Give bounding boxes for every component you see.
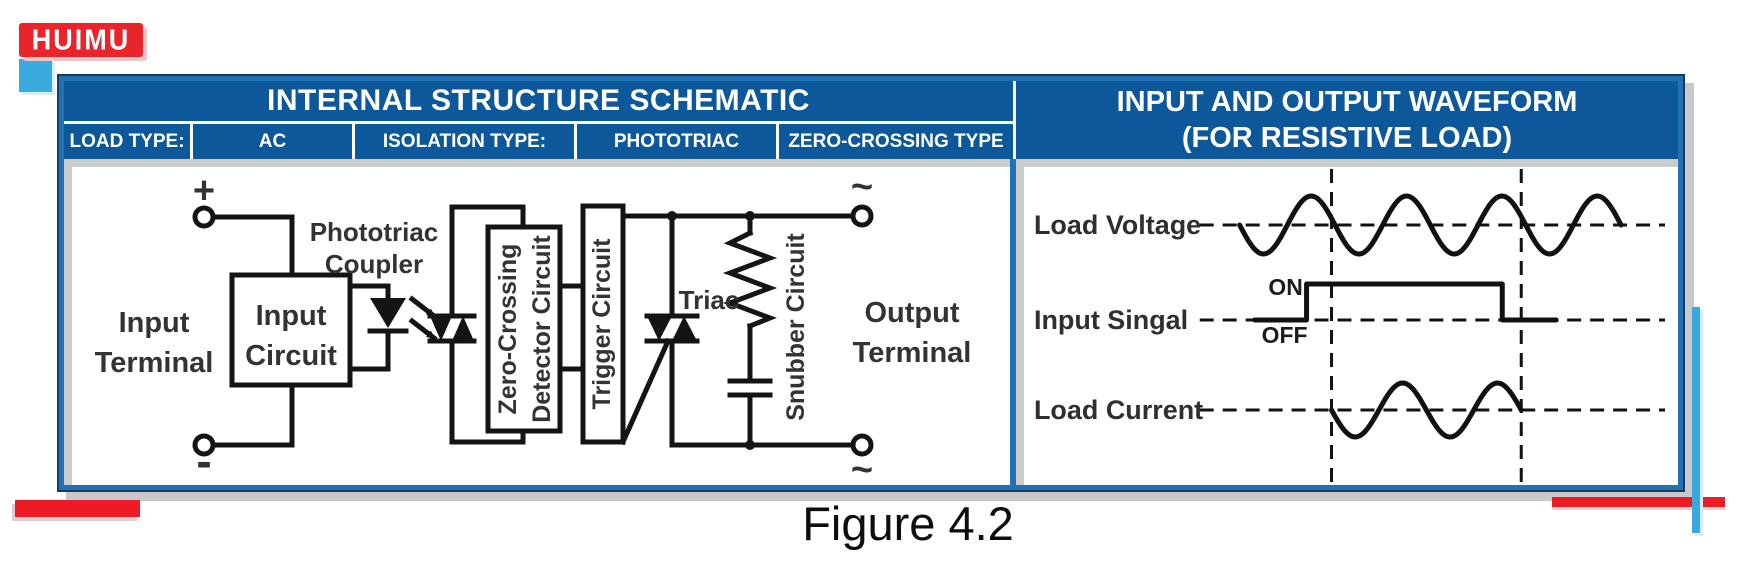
minus-polarity-label: - bbox=[196, 435, 211, 485]
input-terminal-label-2: Terminal bbox=[95, 347, 214, 379]
input-circuit-label-1: Input bbox=[256, 300, 327, 332]
spec-row: LOAD TYPE: AC ISOLATION TYPE: PHOTOTRIAC… bbox=[64, 121, 1013, 159]
spec-load-type-value: AC bbox=[190, 124, 352, 159]
input-terminal-positive bbox=[192, 205, 216, 229]
load-current-wave bbox=[1329, 380, 1524, 440]
huimu-logo: HUIMU bbox=[19, 23, 143, 57]
input-singal-wave bbox=[1252, 281, 1559, 323]
snubber-resistor bbox=[722, 229, 778, 330]
schematic-svg: + - Input Terminal Input Circuit Phototr… bbox=[95, 166, 972, 485]
ac-tilde-top: ~ bbox=[851, 166, 873, 208]
trigger-circuit-label: Trigger Circuit bbox=[588, 238, 616, 410]
red-accent-bar-right bbox=[1552, 497, 1725, 507]
output-terminal-top bbox=[850, 204, 874, 228]
led-symbol bbox=[367, 298, 409, 334]
zero-crossing-detector-box bbox=[485, 224, 563, 434]
phototriac-coupler-label-1: Phototriac bbox=[310, 217, 439, 247]
spec-isolation-type: ISOLATION TYPE: bbox=[352, 124, 574, 159]
red-accent-bar-left bbox=[15, 500, 140, 517]
input-singal-annotation-off: OFF bbox=[1262, 322, 1308, 348]
triac-symbol bbox=[644, 313, 700, 344]
cyan-accent-bar bbox=[1692, 307, 1700, 533]
spec-zero-crossing-type: ZERO-CROSSING TYPE bbox=[776, 124, 1013, 159]
schematic-title: INTERNAL STRUCTURE SCHEMATIC bbox=[267, 84, 810, 117]
figure-caption: Figure 4.2 bbox=[802, 497, 1014, 550]
spec-load-type: LOAD TYPE: bbox=[69, 130, 185, 152]
input-circuit-label-2: Circuit bbox=[245, 340, 337, 372]
output-terminal-label-1: Output bbox=[864, 297, 959, 329]
diagram-panel: INTERNAL STRUCTURE SCHEMATIC LOAD TYPE: … bbox=[57, 74, 1685, 492]
zero-crossing-label-1: Zero-Crossing bbox=[494, 244, 522, 415]
panel-header: INTERNAL STRUCTURE SCHEMATIC LOAD TYPE: … bbox=[64, 81, 1678, 159]
schematic-header: INTERNAL STRUCTURE SCHEMATIC LOAD TYPE: … bbox=[64, 81, 1016, 159]
ac-tilde-bottom: ~ bbox=[851, 449, 873, 485]
phototriac-coupler-label-2: Coupler bbox=[325, 249, 423, 279]
plus-polarity-label: + bbox=[193, 170, 215, 212]
trigger-circuit-box bbox=[580, 203, 626, 445]
input-terminal-label-1: Input bbox=[119, 307, 190, 339]
output-terminal-bottom bbox=[850, 433, 874, 457]
snubber-circuit-label: Snubber Circuit bbox=[782, 233, 810, 421]
phototriac-symbol bbox=[427, 313, 477, 344]
waveform-header: INPUT AND OUTPUT WAVEFORM (FOR RESISTIVE… bbox=[1016, 81, 1678, 159]
schematic-area: + - Input Terminal Input Circuit Phototr… bbox=[64, 159, 1016, 485]
spec-isolation-value: PHOTOTRIAC bbox=[574, 124, 776, 159]
input-terminal-negative bbox=[192, 433, 216, 457]
zero-crossing-label-2: Detector Circuit bbox=[528, 235, 556, 423]
triac-label: Triac bbox=[679, 285, 740, 315]
diagram-panel-inner: INTERNAL STRUCTURE SCHEMATIC LOAD TYPE: … bbox=[59, 76, 1683, 490]
load-voltage-wave bbox=[1237, 193, 1624, 257]
waveform-title-line2: (FOR RESISTIVE LOAD) bbox=[1181, 122, 1513, 154]
waveform-title-line1: INPUT AND OUTPUT WAVEFORM bbox=[1116, 86, 1578, 118]
load-voltage-label: Load Voltage bbox=[1034, 210, 1201, 240]
load-current-label: Load Current bbox=[1034, 395, 1203, 425]
huimu-logo-text: HUIMU bbox=[31, 23, 131, 56]
output-terminal-label-2: Terminal bbox=[853, 337, 972, 369]
schematic-wires bbox=[210, 204, 856, 448]
junction-dots bbox=[667, 211, 755, 450]
logo-blue-square bbox=[19, 59, 52, 92]
input-singal-label: Input Singal bbox=[1034, 305, 1188, 335]
input-circuit-box bbox=[229, 272, 353, 388]
panel-content: + - Input Terminal Input Circuit Phototr… bbox=[64, 159, 1678, 485]
light-emission-arrows bbox=[408, 295, 438, 342]
input-singal-annotation-on: ON bbox=[1268, 274, 1302, 300]
